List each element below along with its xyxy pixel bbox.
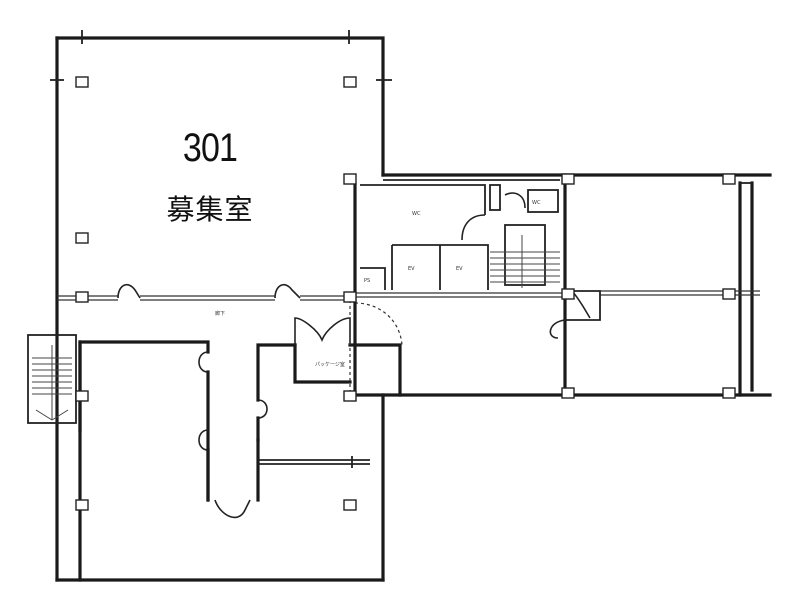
svg-text:EV: EV [408,266,415,272]
center-walls [198,343,370,519]
door-swing [117,283,141,299]
column-marker [75,390,89,402]
corridor-label: 廊下 [215,310,225,317]
svg-text:WC: WC [412,211,421,217]
column-marker [343,390,357,402]
column-marker [343,499,357,511]
column-marker [343,173,357,185]
service-core: WC EV EV PS WC [360,184,560,290]
column-marker [561,288,575,300]
west-stair [27,334,77,424]
column-marker [561,173,575,185]
svg-text:PS: PS [364,278,370,284]
unit-301-walls [50,30,392,582]
column-marker [75,499,89,511]
column-marker [75,76,89,88]
svg-text:WC: WC [532,200,541,206]
column-marker [561,387,575,399]
column-marker [75,291,89,303]
svg-text:EV: EV [456,266,463,272]
columns [75,76,736,511]
unit-number-label: 301 [182,126,238,170]
column-marker [722,288,736,300]
east-wing-walls [353,173,772,397]
package-room-label: パッケージ室 [315,361,345,368]
vacancy-status-label: 募集室 [166,193,254,226]
corridor-walls [57,283,350,582]
column-marker [343,76,357,88]
door-swing [274,283,301,299]
column-marker [722,173,736,185]
column-marker [343,291,357,303]
package-room: パッケージ室 [293,300,403,397]
column-marker [75,232,89,244]
column-marker [722,387,736,399]
